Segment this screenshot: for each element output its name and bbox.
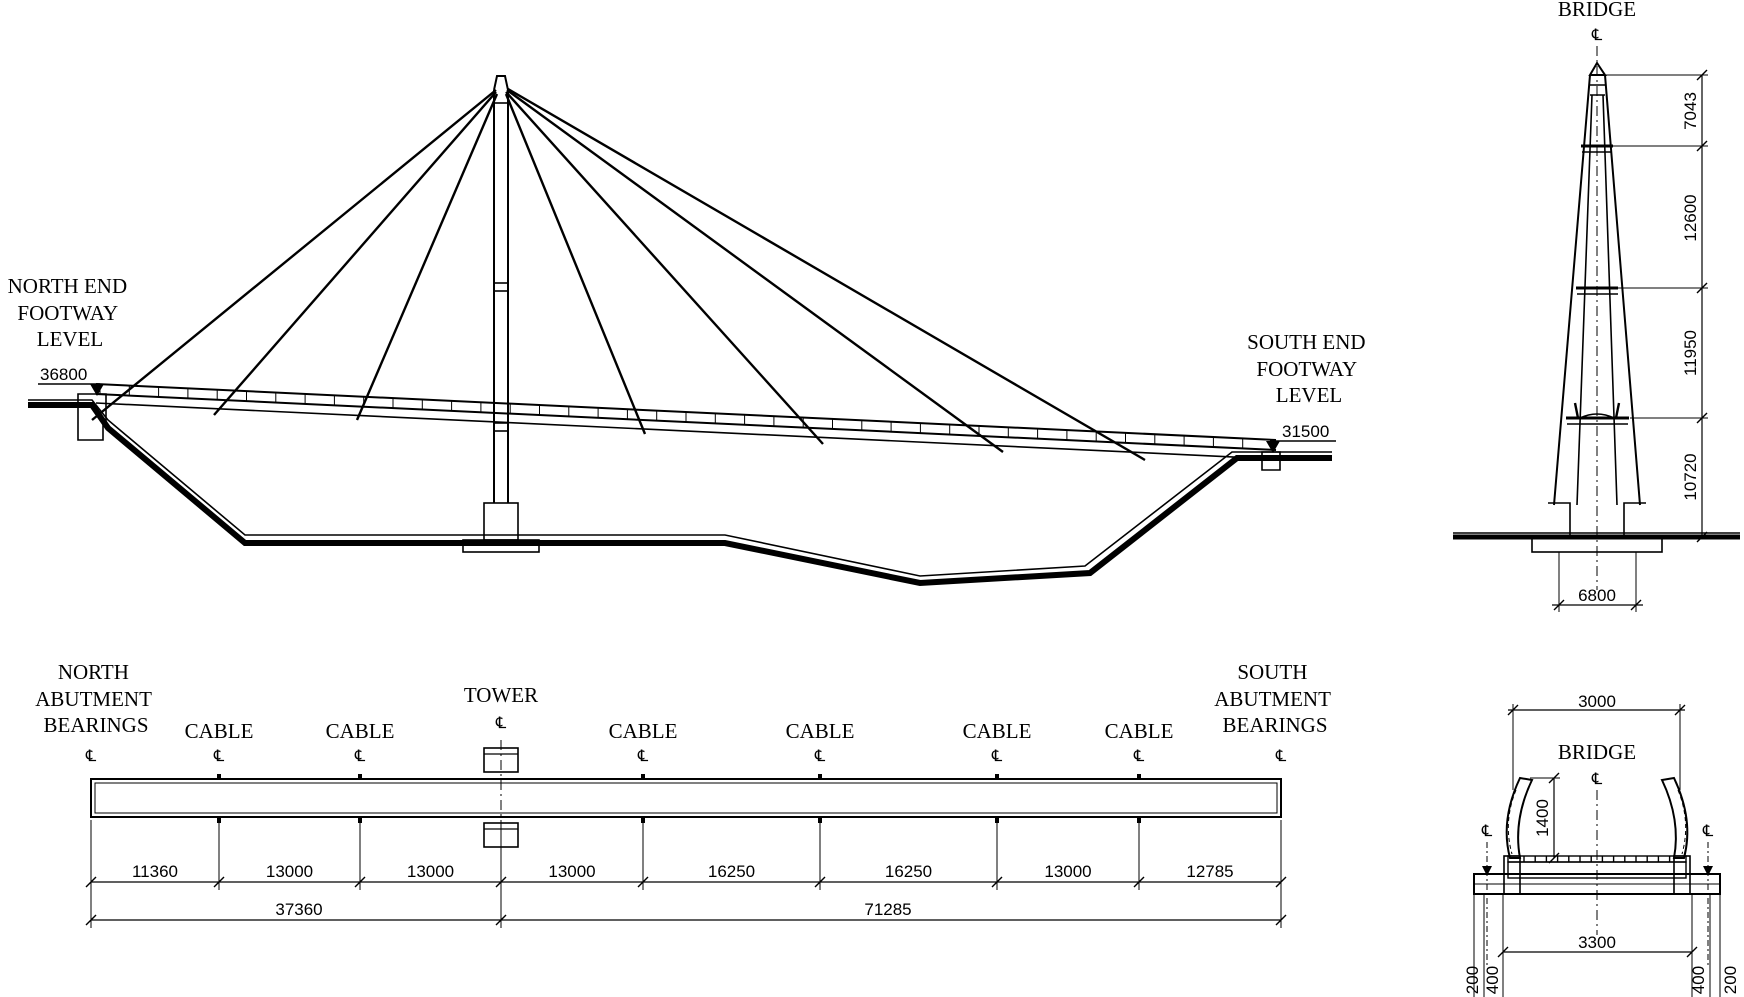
plan-view: ℄ ℄ CABLE ℄ CABLE ℄ ℄ CABLE ℄ CABLE ℄ CABLE ℄ CABLE ℄ 1… bbox=[35, 660, 1336, 928]
total-dim-south: 71285 bbox=[864, 900, 911, 919]
bottom-width-dim: 3300 bbox=[1578, 933, 1616, 952]
ground-profile bbox=[28, 399, 1332, 577]
edge-dim-4: 200 bbox=[1721, 966, 1740, 994]
span-dim: 12785 bbox=[1186, 862, 1233, 881]
centerline-symbol: ℄ bbox=[814, 748, 826, 765]
height-dim-4: 10720 bbox=[1681, 453, 1700, 500]
centerline-symbol: ℄ bbox=[991, 748, 1003, 765]
cables bbox=[91, 87, 1146, 462]
centerline-symbol: ℄ bbox=[1275, 748, 1287, 765]
cable-label: CABLE bbox=[786, 719, 855, 743]
dim-tick bbox=[1696, 69, 1708, 81]
north-level-value: 36800 bbox=[40, 365, 87, 384]
dim-tick bbox=[1696, 531, 1708, 543]
deck bbox=[95, 383, 1277, 460]
span-dim: 13000 bbox=[407, 862, 454, 881]
tower-base-slab bbox=[462, 539, 540, 553]
south-level-marker: 31500 bbox=[1266, 422, 1336, 453]
edge-dim-3: 400 bbox=[1689, 966, 1708, 994]
tower-centerline-symbol: ℄ bbox=[1591, 27, 1603, 44]
tower-label: TOWER bbox=[464, 683, 538, 707]
elevation-view: 36800 31500 NORTH END FOOTWAY LEVEL SOUT… bbox=[8, 75, 1371, 587]
edge-dim-1: 200 bbox=[1463, 966, 1482, 994]
right-bearing-centerline: ℄ bbox=[1702, 823, 1714, 840]
cable-anchor bbox=[1137, 774, 1141, 780]
cable-anchor bbox=[358, 774, 362, 780]
centerline-symbol: ℄ bbox=[354, 748, 366, 765]
centerline-symbol: ℄ bbox=[637, 748, 649, 765]
tower-view-title: BRIDGE bbox=[1558, 0, 1636, 21]
tower-elevation-view: BRIDGE ℄ 7043 12600 11950 10720 bbox=[1453, 0, 1740, 612]
section-title: BRIDGE bbox=[1558, 740, 1636, 764]
centerline-symbol: ℄ bbox=[85, 748, 97, 765]
height-dim-3: 11950 bbox=[1681, 330, 1700, 376]
height-dim-2: 12600 bbox=[1681, 194, 1700, 241]
cable-label: CABLE bbox=[185, 719, 254, 743]
north-end-label: NORTH END FOOTWAY LEVEL bbox=[8, 274, 133, 351]
edge-dim-2: 400 bbox=[1483, 966, 1502, 994]
north-level-marker: 36800 bbox=[38, 365, 104, 396]
centerline-symbol: ℄ bbox=[1133, 748, 1145, 765]
south-abutment bbox=[1261, 451, 1281, 471]
cable-anchor bbox=[217, 774, 221, 780]
cable-anchor bbox=[641, 774, 645, 780]
span-dim: 13000 bbox=[1044, 862, 1091, 881]
dim-tick bbox=[1696, 140, 1708, 152]
cable-label: CABLE bbox=[1105, 719, 1174, 743]
south-abutment-label: SOUTH ABUTMENT BEARINGS bbox=[1214, 660, 1336, 737]
north-abutment-label: NORTH ABUTMENT BEARINGS bbox=[35, 660, 157, 737]
cross-section-view: 3000 BRIDGE ℄ 1400 ℄ ℄ 3300 bbox=[1463, 692, 1740, 997]
span-dim: 16250 bbox=[708, 862, 755, 881]
centerline-symbol: ℄ bbox=[213, 748, 225, 765]
dim-tick bbox=[1696, 282, 1708, 294]
base-width-dim: 6800 bbox=[1578, 586, 1616, 605]
cable-anchor bbox=[818, 774, 822, 780]
tower-mast bbox=[493, 75, 509, 503]
centerline-symbol: ℄ bbox=[495, 715, 507, 732]
top-width-dim: 3000 bbox=[1578, 692, 1616, 711]
dim-tick bbox=[1696, 412, 1708, 424]
total-dim-north: 37360 bbox=[275, 900, 322, 919]
cable-anchor bbox=[995, 774, 999, 780]
south-level-value: 31500 bbox=[1282, 422, 1329, 441]
left-bearing-centerline: ℄ bbox=[1481, 823, 1493, 840]
section-centerline-symbol: ℄ bbox=[1591, 771, 1603, 788]
cable-label: CABLE bbox=[326, 719, 395, 743]
section-height-dim: 1400 bbox=[1533, 799, 1552, 837]
span-dim: 13000 bbox=[548, 862, 595, 881]
height-dim-1: 7043 bbox=[1681, 92, 1700, 130]
ground-shadow bbox=[28, 402, 1332, 587]
span-dim: 11360 bbox=[132, 862, 178, 881]
cable-label: CABLE bbox=[609, 719, 678, 743]
cable-label: CABLE bbox=[963, 719, 1032, 743]
south-end-label: SOUTH END FOOTWAY LEVEL bbox=[1247, 330, 1371, 407]
span-dim: 13000 bbox=[266, 862, 313, 881]
span-dim: 16250 bbox=[885, 862, 932, 881]
